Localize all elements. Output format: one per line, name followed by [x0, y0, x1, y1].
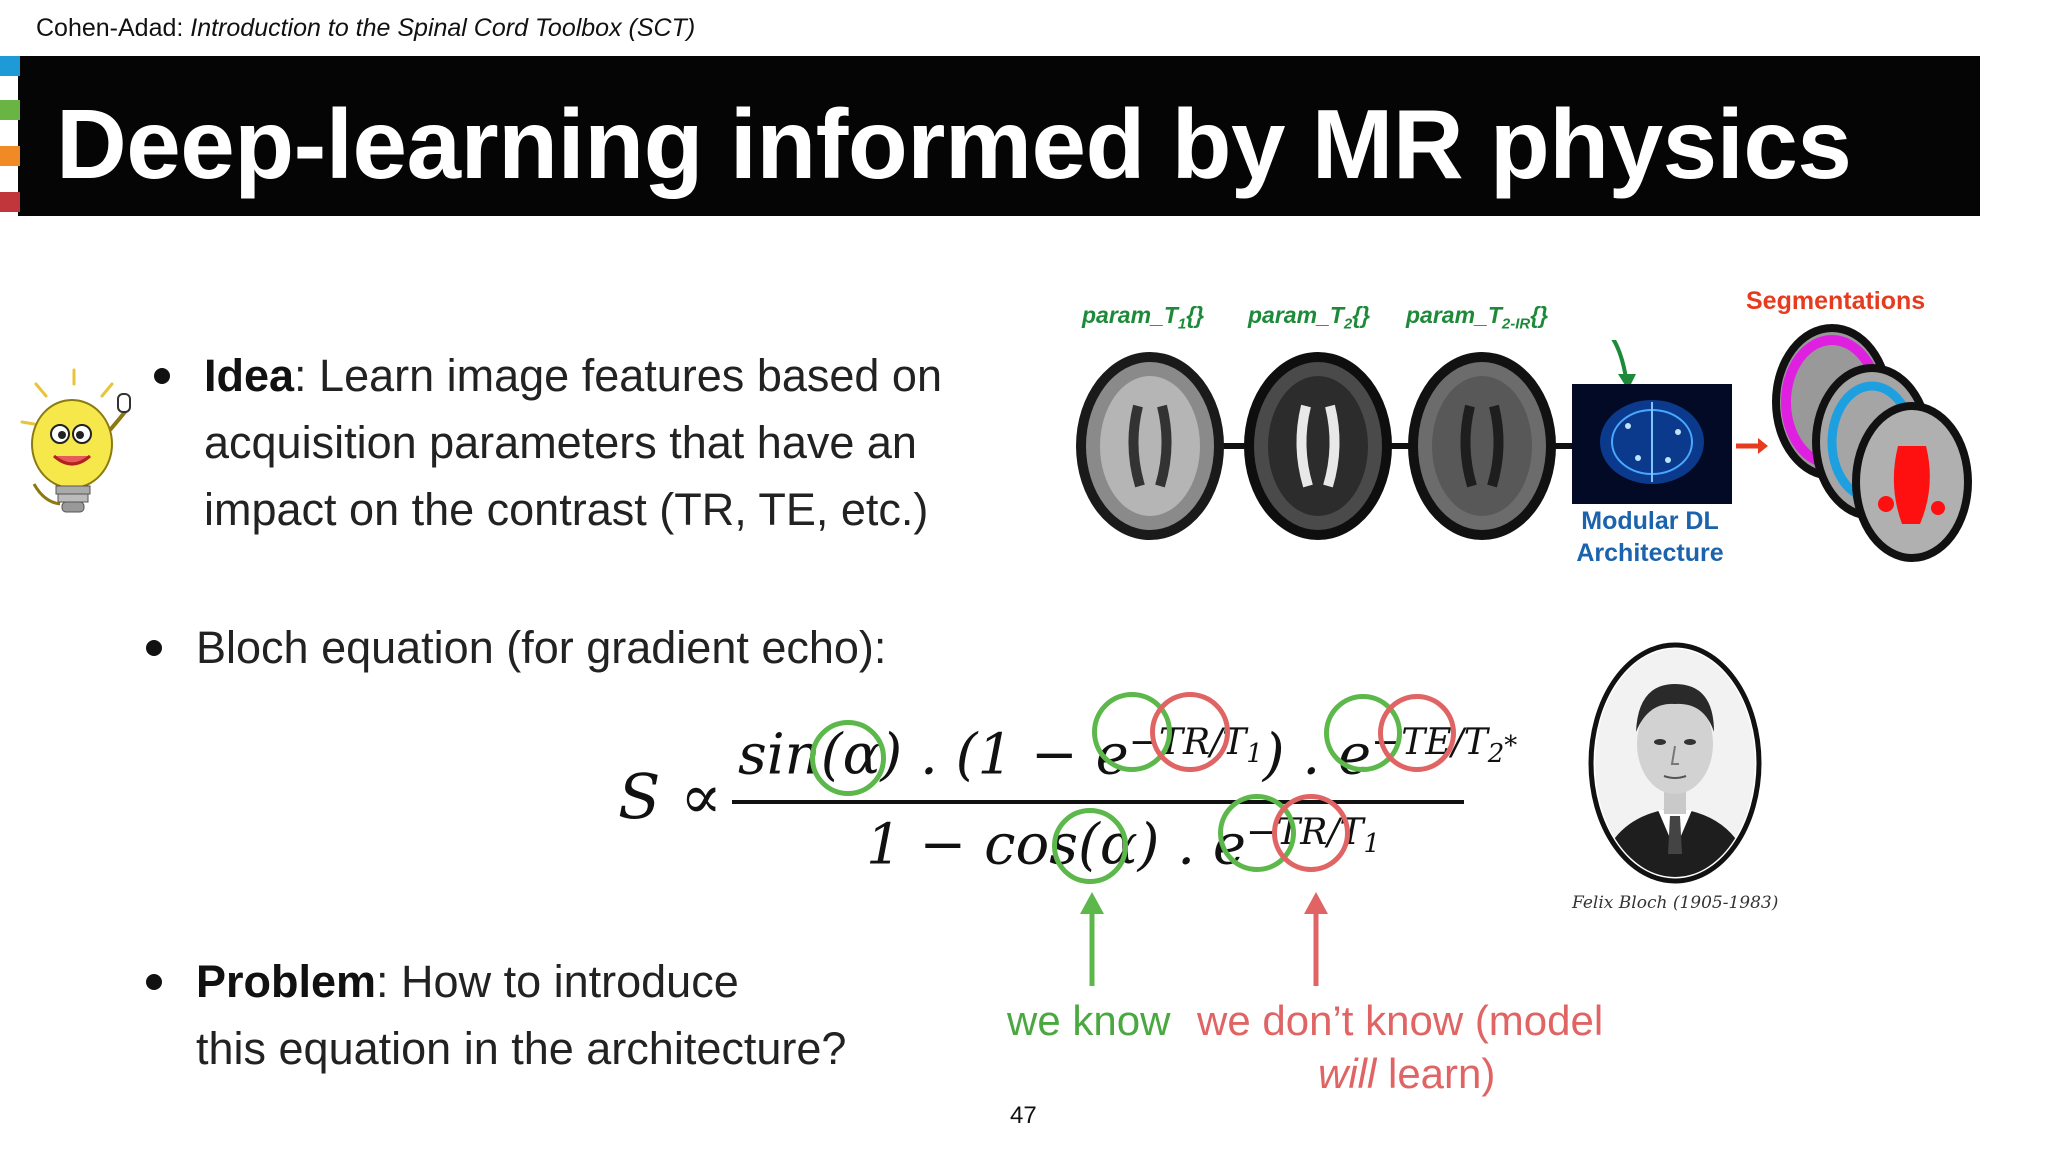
- slide-header: Cohen-Adad: Introduction to the Spinal C…: [36, 14, 695, 43]
- bullet-dot: [146, 974, 162, 990]
- we-dont-know-label-line-1: we don’t know (model: [1197, 997, 1604, 1044]
- bullet-dot: [154, 368, 170, 384]
- page-number: 47: [1010, 1102, 1037, 1129]
- portrait-caption: Felix Bloch (1905-1983): [1572, 893, 1779, 913]
- we-know-label: we know: [1007, 997, 1171, 1044]
- equation-lhs: S ∝: [618, 760, 723, 833]
- param-label-t2ir: param_T2-IR{}: [1406, 302, 1549, 333]
- known-circle-alpha-denominator: [1052, 808, 1128, 884]
- brain-network-icon: [1572, 384, 1732, 504]
- slide-title: Deep-learning informed by MR physics: [56, 89, 1852, 199]
- accent-green: [0, 100, 20, 120]
- dl-label-line-2: Architecture: [1576, 539, 1724, 567]
- idea-line-2: acquisition parameters that have an: [204, 417, 917, 468]
- segmentations-label: Segmentations: [1746, 287, 1926, 315]
- mri-slice-icon: [1408, 352, 1556, 540]
- accent-red: [0, 192, 20, 212]
- known-arrow-icon: [1080, 892, 1104, 986]
- accent-orange: [0, 146, 20, 166]
- accent-blue: [0, 56, 20, 76]
- unknown-circle-t1-numerator: [1150, 692, 1230, 772]
- unknown-circle-t2star: [1378, 694, 1456, 772]
- idea-line-3: impact on the contrast (TR, TE, etc.): [204, 484, 929, 535]
- mri-slice-icon: [1076, 352, 1224, 540]
- title-bar: [18, 56, 1980, 216]
- idea-label: Idea: [204, 350, 295, 401]
- idea-line-1: Idea: Learn image features based on: [204, 342, 942, 409]
- portrait-image: [1588, 642, 1762, 884]
- we-dont-know-label-line-2: will learn): [1318, 1050, 1496, 1097]
- param-label-t1: param_T1{}: [1082, 302, 1205, 333]
- bloch-text: Bloch equation (for gradient echo):: [196, 622, 887, 673]
- header-author: Cohen-Adad:: [36, 14, 184, 42]
- fraction-bar: [732, 800, 1464, 804]
- param-label-t2: param_T2{}: [1248, 302, 1371, 333]
- problem-line-2: this equation in the architecture?: [196, 1023, 847, 1074]
- segmentation-stack: [1772, 324, 1972, 562]
- mri-slice-icon: [1244, 352, 1392, 540]
- idea-text-1: : Learn image features based on: [294, 350, 942, 401]
- unknown-arrow-icon: [1304, 892, 1328, 986]
- dl-architecture-label: Modular DL Architecture: [1568, 505, 1732, 569]
- problem-text-1: : How to introduce: [376, 956, 739, 1007]
- header-course: Introduction to the Spinal Cord Toolbox …: [190, 14, 696, 42]
- annotation-arrows: [1080, 892, 1328, 986]
- segmentation-slice-icon: [1852, 402, 1972, 562]
- lightbulb-mascot-icon: [20, 368, 131, 513]
- unknown-circle-t1-denominator: [1272, 794, 1350, 872]
- problem-line-1: Problem: How to introduce: [196, 948, 739, 1015]
- mri-pipeline-figure: [1076, 340, 1768, 540]
- known-circle-alpha-numerator: [810, 720, 886, 796]
- problem-label: Problem: [196, 956, 377, 1007]
- bullet-dot: [146, 640, 162, 656]
- dl-label-line-1: Modular DL: [1581, 507, 1719, 535]
